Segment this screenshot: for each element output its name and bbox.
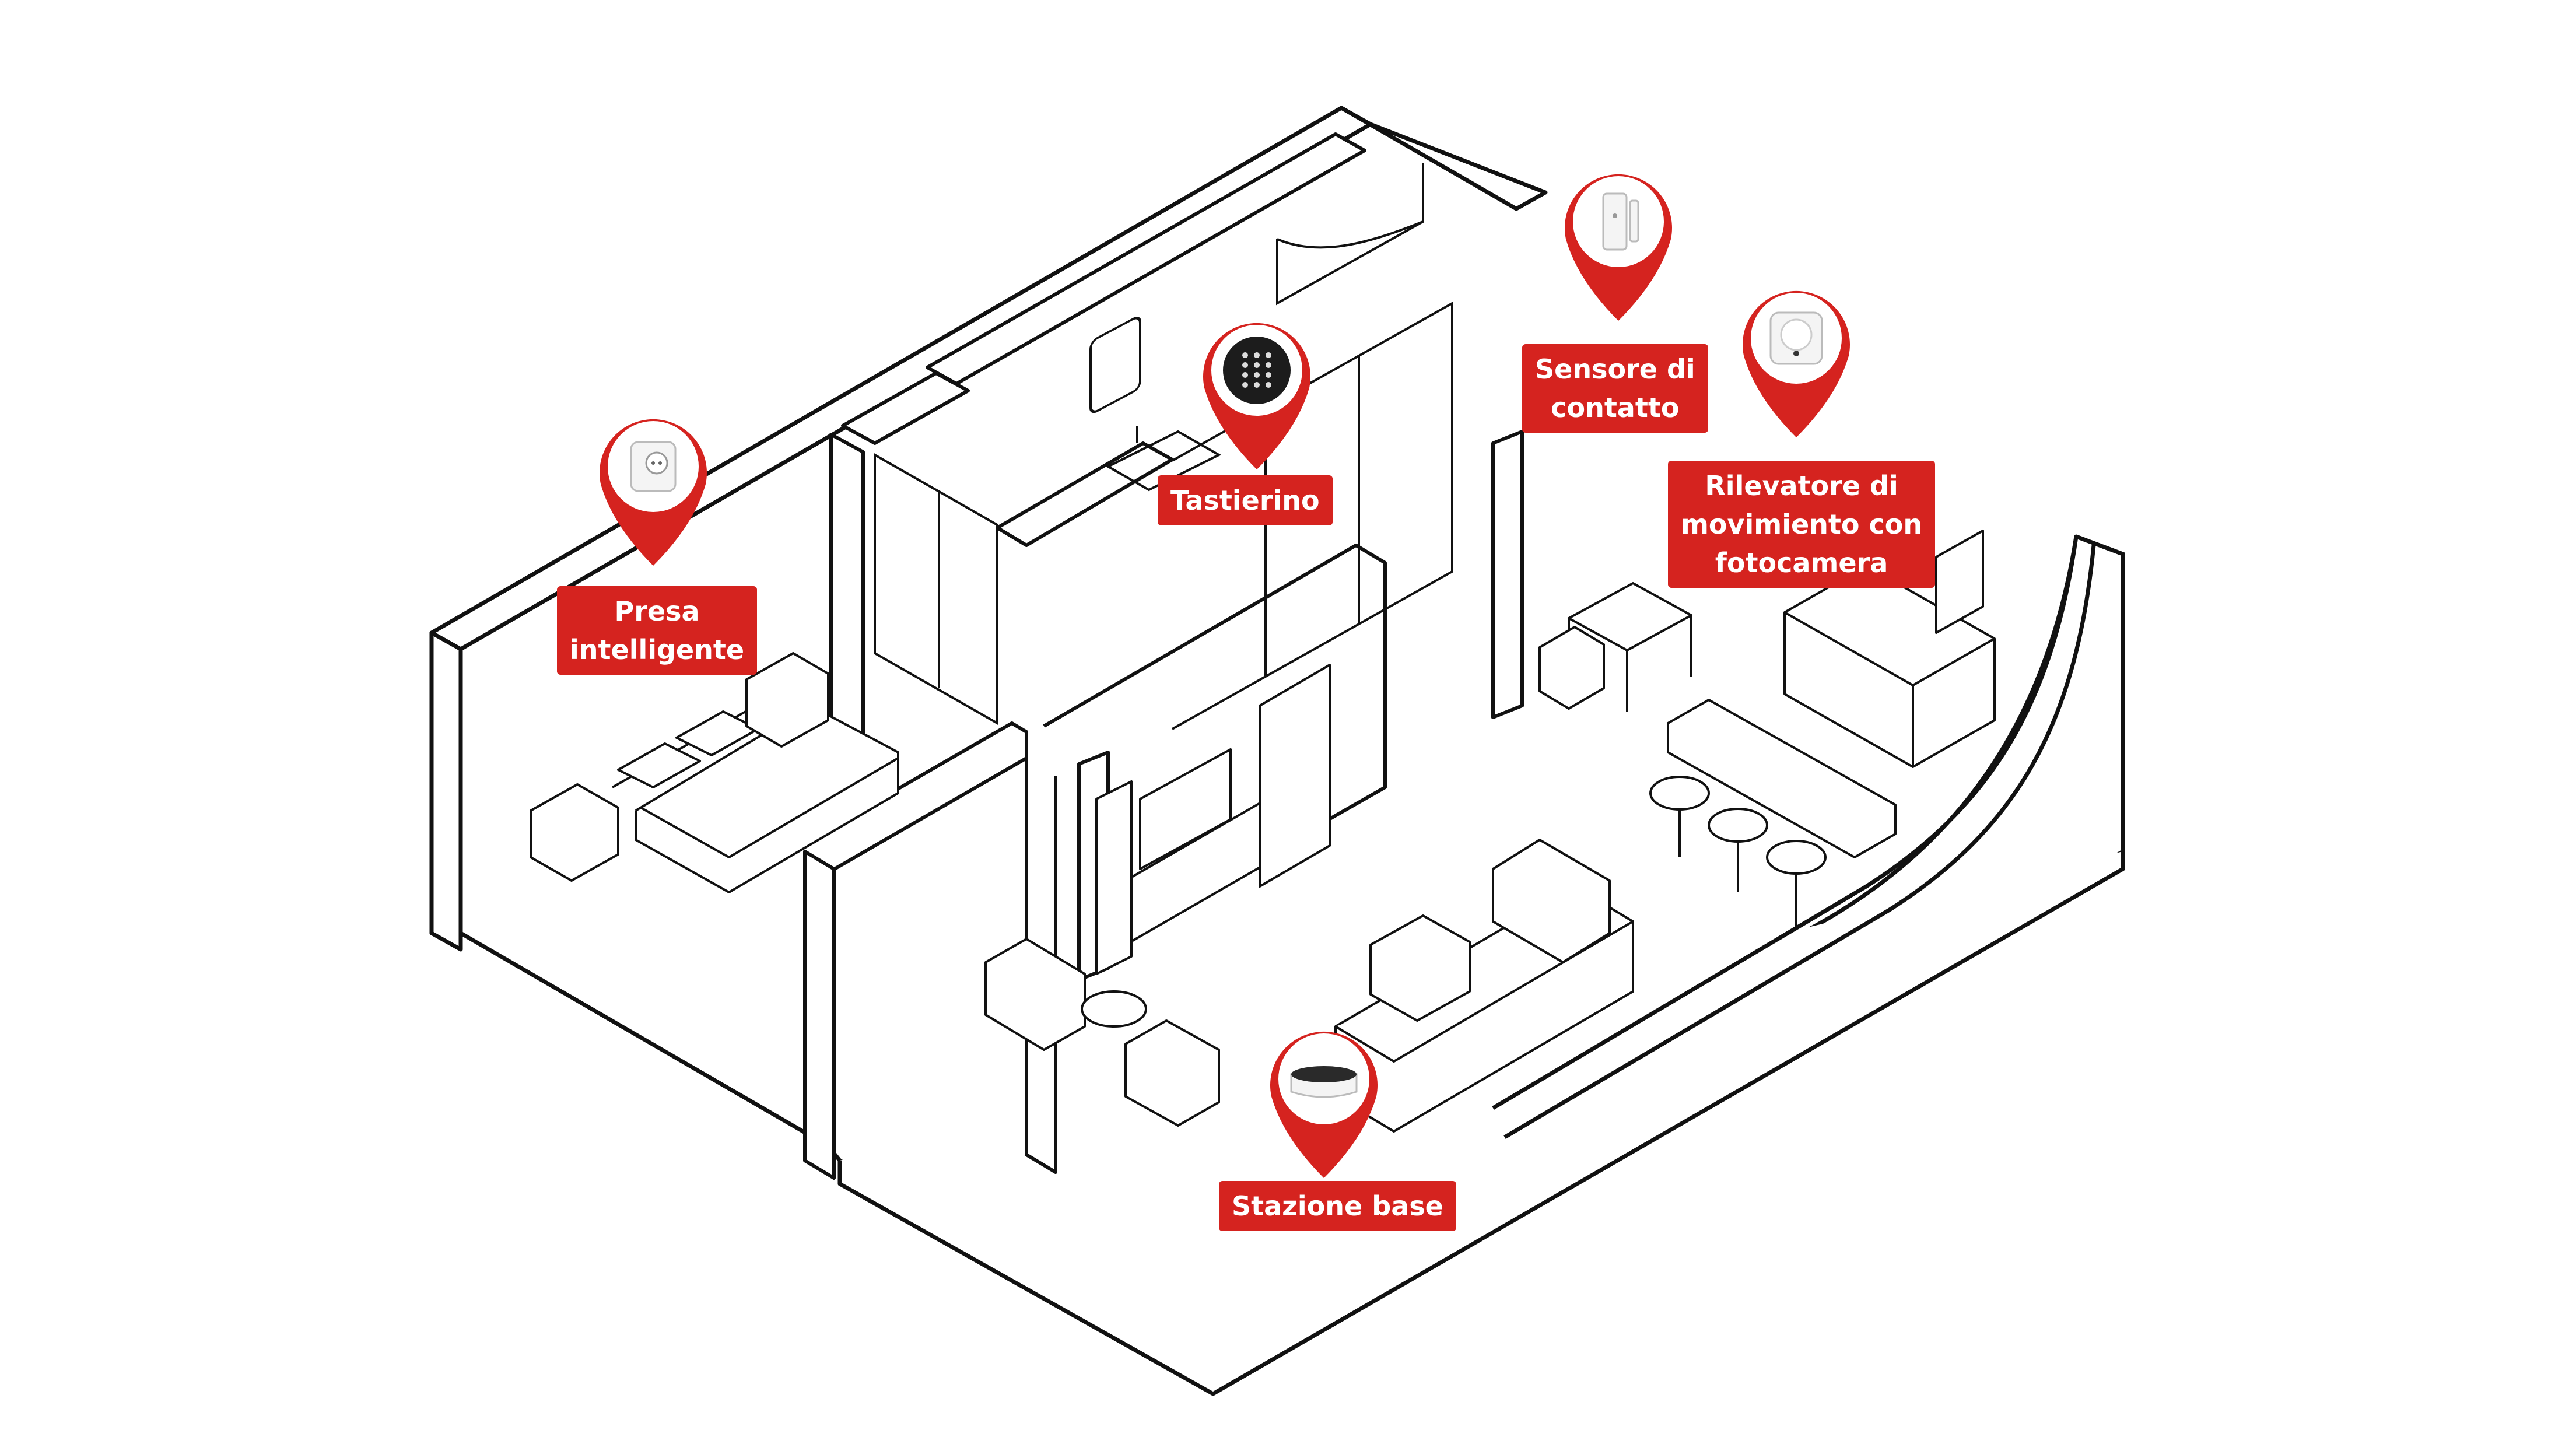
front-partition bbox=[803, 850, 836, 1180]
smart-plug-icon bbox=[630, 441, 677, 492]
wall-back-right bbox=[1340, 106, 1548, 211]
living-furniture bbox=[984, 664, 1634, 1133]
stool-3 bbox=[1766, 840, 1827, 875]
armchair bbox=[1492, 839, 1611, 963]
pillow-1 bbox=[617, 742, 701, 788]
bedroom-wall-front bbox=[804, 721, 1028, 879]
wall-left-thick bbox=[429, 630, 463, 952]
chair-2 bbox=[1124, 1019, 1220, 1127]
base-station-icon bbox=[1290, 1066, 1358, 1098]
label-line: Presa bbox=[614, 595, 700, 627]
label-line: Sensore di bbox=[1535, 353, 1695, 385]
label-line: contatto bbox=[1551, 392, 1680, 423]
motion-camera-icon bbox=[1769, 311, 1823, 365]
counter-island bbox=[1667, 699, 1897, 858]
device-pins bbox=[600, 174, 1850, 1178]
side-table bbox=[1081, 990, 1147, 1028]
stool-2 bbox=[1708, 808, 1768, 843]
closet-wall bbox=[996, 441, 1174, 547]
kitchen-furniture bbox=[1538, 530, 1996, 927]
bathroom-fixtures bbox=[1089, 317, 1222, 492]
label-motion-camera: Rilevatore di movimiento con fotocamera bbox=[1668, 461, 1936, 588]
coffee-table bbox=[1369, 914, 1471, 1022]
bedroom-furniture bbox=[530, 652, 899, 893]
shelf-left bbox=[1095, 780, 1133, 975]
label-line: fotocamera bbox=[1715, 547, 1888, 579]
chair-1 bbox=[984, 938, 1086, 1051]
label-base-station: Stazione base bbox=[1219, 1181, 1456, 1231]
bath-wall-left bbox=[841, 371, 970, 445]
contact-sensor-icon bbox=[1602, 192, 1639, 251]
contact-sensor-pin bbox=[1565, 174, 1672, 321]
kitchen-partition bbox=[1491, 430, 1524, 719]
shelf-right bbox=[1259, 664, 1331, 888]
label-smart-plug: Presa intelligente bbox=[557, 586, 758, 675]
bed-top bbox=[635, 757, 899, 858]
bath-wall bbox=[926, 132, 1366, 385]
label-contact-sensor: Sensore di contatto bbox=[1522, 344, 1708, 433]
motion-camera-pin bbox=[1743, 290, 1850, 437]
label-line: Rilevatore di bbox=[1705, 470, 1898, 502]
label-line: movimiento con bbox=[1681, 509, 1923, 540]
dining-chair bbox=[1538, 626, 1605, 710]
nightstand-left bbox=[530, 783, 619, 882]
wall-shelf bbox=[1935, 530, 1984, 634]
nightstand-right bbox=[745, 652, 829, 748]
keypad-icon bbox=[1223, 337, 1291, 404]
base-station-pin bbox=[1270, 1031, 1378, 1178]
label-line: intelligente bbox=[570, 634, 745, 665]
label-line: Tastierino bbox=[1170, 485, 1320, 516]
keypad-pin bbox=[1203, 323, 1310, 469]
smart-plug-pin bbox=[600, 419, 707, 566]
label-line: Stazione base bbox=[1232, 1190, 1443, 1222]
stool-1 bbox=[1649, 776, 1710, 811]
label-keypad: Tastierino bbox=[1158, 475, 1333, 525]
curved-wall bbox=[1492, 534, 2125, 1140]
